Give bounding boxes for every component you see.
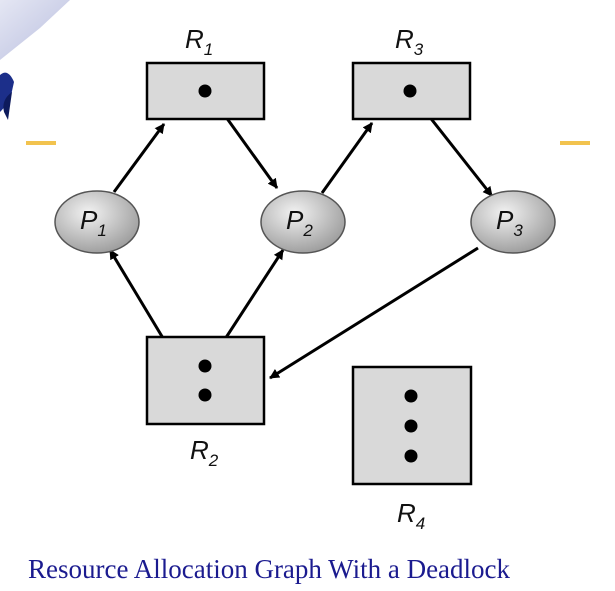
- process-p1-node: [54, 190, 140, 254]
- resource-r2-instance: [198, 388, 212, 402]
- edge-p1-to-r1: [112, 123, 166, 193]
- resource-r4-instance: [404, 419, 418, 433]
- diagram-caption: Resource Allocation Graph With a Deadloc…: [28, 554, 511, 584]
- resource-r3-label: R3: [395, 24, 424, 59]
- resource-r2-box: [145, 335, 266, 426]
- process-p1-label: P1: [80, 205, 107, 240]
- edge-p2-to-r3: [320, 122, 374, 194]
- resource-r4-instance: [404, 449, 418, 463]
- accent-line-left: [26, 141, 56, 145]
- process-p3-node: [470, 190, 556, 254]
- resource-r4-instance: [404, 389, 418, 403]
- process-p2: P2: [260, 190, 346, 254]
- resource-r4: R4: [351, 365, 473, 533]
- process-p3-label: P3: [496, 205, 523, 240]
- process-p1: P1: [54, 190, 140, 254]
- resource-r3-instance: [403, 84, 417, 98]
- process-p2-label: P2: [286, 205, 313, 240]
- resource-r3: R3: [351, 24, 472, 121]
- resource-r1-label: R1: [185, 24, 213, 59]
- resource-r2: R2: [145, 335, 266, 470]
- resource-r2-label: R2: [190, 435, 219, 470]
- resource-r1: R1: [145, 24, 266, 121]
- resource-r4-label: R4: [397, 498, 425, 533]
- edge-p3-to-r2: [269, 246, 479, 380]
- resource-r1-instance: [198, 84, 212, 98]
- process-p3: P3: [470, 190, 556, 254]
- background-decoration: [0, 0, 70, 120]
- accent-line-right: [560, 141, 590, 145]
- process-p2-node: [260, 190, 346, 254]
- resource-r2-instance: [198, 359, 212, 373]
